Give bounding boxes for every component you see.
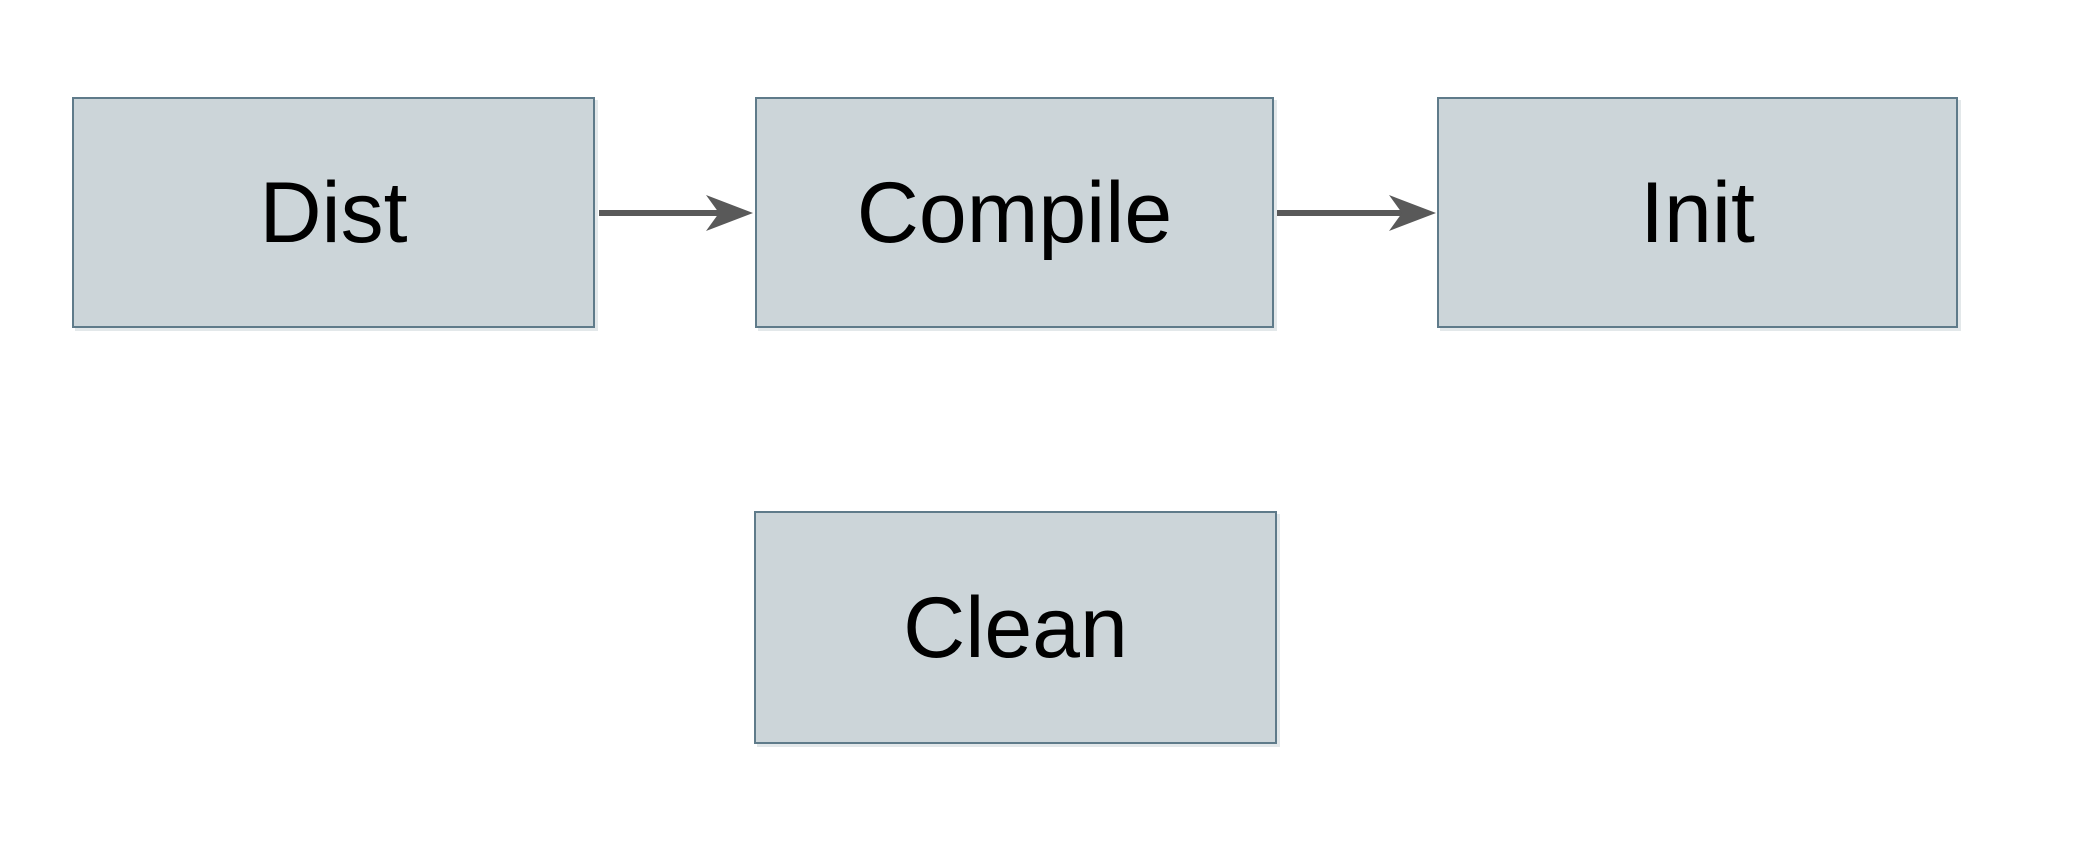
node-compile-label: Compile <box>856 164 1173 261</box>
node-compile[interactable]: Compile <box>755 97 1274 328</box>
node-clean[interactable]: Clean <box>754 511 1277 744</box>
node-init[interactable]: Init <box>1437 97 1958 328</box>
node-init-label: Init <box>1640 164 1755 261</box>
edge-compile-to-init-arrow <box>1277 195 1436 231</box>
node-clean-label: Clean <box>903 579 1128 676</box>
node-dist-label: Dist <box>259 164 408 261</box>
edge-dist-to-compile-arrow <box>599 195 753 231</box>
node-dist[interactable]: Dist <box>72 97 595 328</box>
